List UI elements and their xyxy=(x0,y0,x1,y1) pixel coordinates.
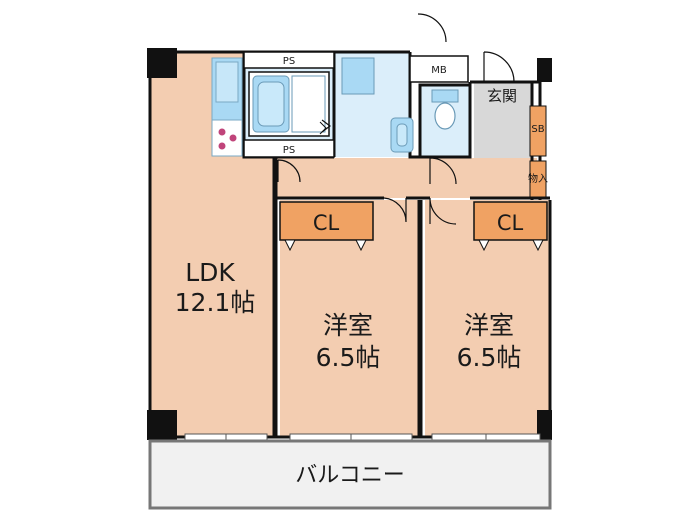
meter-box xyxy=(409,55,469,83)
stove-burner-icon xyxy=(229,134,237,142)
svg-text:洋室: 洋室 xyxy=(464,311,514,340)
stove-burner-icon xyxy=(218,142,226,150)
shoe-box xyxy=(529,105,547,157)
hallway-floor xyxy=(275,158,537,198)
mb-door-icon xyxy=(417,13,447,43)
balcony-label: バルコニー xyxy=(295,463,405,488)
entrance-label: 玄関 xyxy=(487,87,517,105)
bathroom-door-icon xyxy=(321,119,331,133)
bathroom: PS PS xyxy=(243,51,335,158)
balcony-windows xyxy=(184,433,541,441)
western-right-label: 洋室 6.5帖 xyxy=(457,311,522,372)
balcony: バルコニー xyxy=(148,439,552,510)
storage xyxy=(529,160,547,198)
meter-box-label: MB xyxy=(431,65,447,76)
closet-left: CL xyxy=(279,201,374,252)
pipe-space-top-label: PS xyxy=(283,56,295,67)
toilet-door-icon xyxy=(429,157,457,185)
entrance-floor xyxy=(474,82,532,158)
stove-burner-icon xyxy=(218,128,226,136)
ldk-label: LDK 12.1帖 xyxy=(175,258,256,317)
washroom-door-icon xyxy=(277,159,301,183)
shoe-box-label: SB xyxy=(531,124,544,135)
structural-columns xyxy=(147,48,552,440)
front-door-icon xyxy=(483,51,515,83)
kitchen-counter xyxy=(211,57,243,157)
closet-right-label: CL xyxy=(497,211,524,235)
svg-text:12.1帖: 12.1帖 xyxy=(175,288,256,317)
doors xyxy=(277,13,515,225)
svg-text:6.5帖: 6.5帖 xyxy=(457,343,522,372)
toilet-icon xyxy=(434,102,456,130)
svg-text:LDK: LDK xyxy=(185,258,235,287)
pipe-space-bottom-label: PS xyxy=(283,145,295,156)
closet-right: CL xyxy=(473,201,548,252)
balcony-floor xyxy=(150,441,550,508)
washbasin-icon xyxy=(341,57,375,95)
western-right-door-icon xyxy=(429,197,457,225)
washroom: MB xyxy=(341,55,469,153)
toilet xyxy=(431,89,459,130)
closet-left-label: CL xyxy=(313,211,340,235)
storage-label: 物入 xyxy=(528,172,548,185)
svg-text:6.5帖: 6.5帖 xyxy=(316,343,381,372)
western-left-door-icon xyxy=(383,197,407,223)
svg-text:洋室: 洋室 xyxy=(323,311,373,340)
entrance: 玄関 SB 物入 xyxy=(487,87,548,198)
western-left-label: 洋室 6.5帖 xyxy=(316,311,381,372)
